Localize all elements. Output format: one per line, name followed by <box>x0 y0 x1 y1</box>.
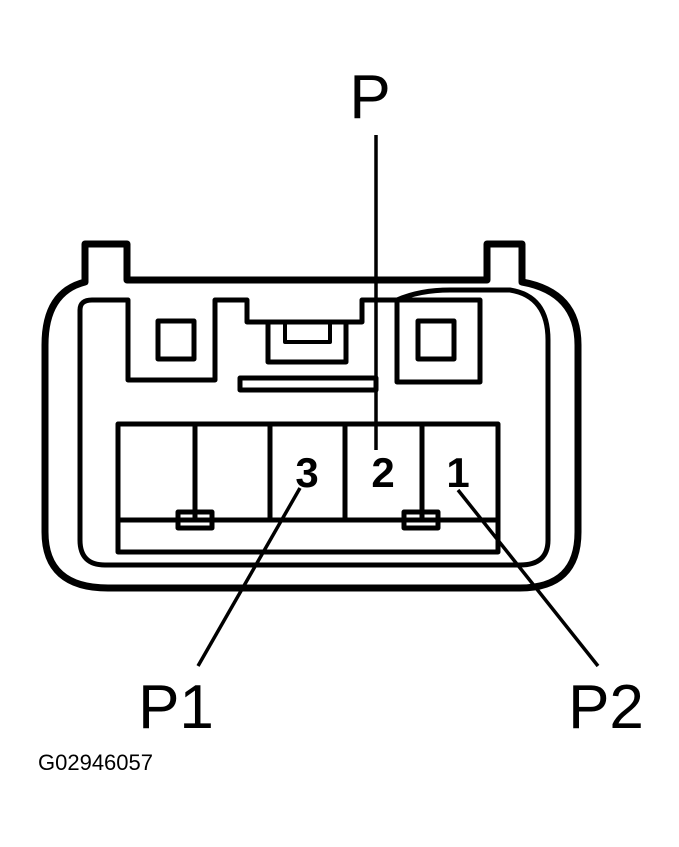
latch-outer <box>265 319 349 365</box>
pin-number-2: 2 <box>371 449 394 496</box>
latch-bar <box>237 375 379 393</box>
lock-window-right <box>415 318 457 362</box>
lock-window-right-frame <box>394 297 483 385</box>
leader-line-p2 <box>456 488 600 668</box>
lock-window-left <box>155 318 197 362</box>
housing-inner-outline <box>77 287 551 568</box>
cavity-block-outline <box>115 421 501 555</box>
callout-p1: P1 <box>138 673 214 742</box>
lock-windows <box>155 297 483 385</box>
callout-p2: P2 <box>568 673 644 742</box>
pin-number-1: 1 <box>446 449 469 496</box>
callout-p: P <box>349 63 390 132</box>
latch-inner <box>283 320 332 344</box>
leader-line-p1 <box>196 487 302 667</box>
center-latch <box>237 319 379 393</box>
cavity-key-left <box>175 509 215 531</box>
cavity-key-right <box>401 509 441 531</box>
figure-id: G02946057 <box>38 750 153 775</box>
cavity-block <box>115 421 501 555</box>
pin-number-3: 3 <box>295 449 318 496</box>
